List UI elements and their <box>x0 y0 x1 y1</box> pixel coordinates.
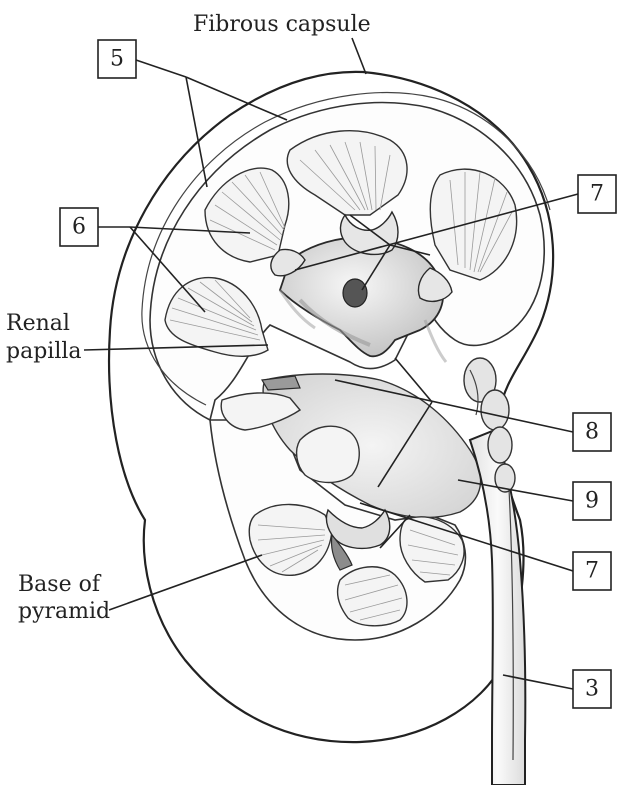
label-base-of-pyramid-1: Base of <box>18 572 102 597</box>
callout-9-text: 9 <box>585 489 599 514</box>
callout-3: 3 <box>573 670 611 708</box>
calyx-opening <box>343 279 367 307</box>
callout-7-bottom-text: 7 <box>585 559 599 584</box>
callout-7-top-text: 7 <box>590 182 604 207</box>
pyramid-inner-lower <box>297 426 360 482</box>
label-fibrous-capsule: Fibrous capsule <box>193 12 371 37</box>
callout-5-text: 5 <box>110 47 124 72</box>
label-renal-papilla-1: Renal <box>6 311 70 336</box>
callout-8: 8 <box>573 413 611 451</box>
leader-fibrous-capsule <box>352 38 366 74</box>
label-base-of-pyramid-2: pyramid <box>18 599 110 624</box>
callout-8-text: 8 <box>585 420 599 445</box>
callout-7-top: 7 <box>578 175 616 213</box>
leader-base-of-pyramid <box>109 555 262 610</box>
callout-5: 5 <box>98 40 136 78</box>
callout-3-text: 3 <box>585 677 599 702</box>
leader-5-c <box>186 77 287 120</box>
callout-9: 9 <box>573 482 611 520</box>
leader-5-a <box>136 60 186 77</box>
label-renal-papilla-2: papilla <box>6 339 82 364</box>
callout-6-text: 6 <box>72 215 86 240</box>
leader-5-b <box>186 77 207 187</box>
calyx-4 <box>262 376 300 390</box>
callout-6: 6 <box>60 208 98 246</box>
callout-7-bottom: 7 <box>573 552 611 590</box>
